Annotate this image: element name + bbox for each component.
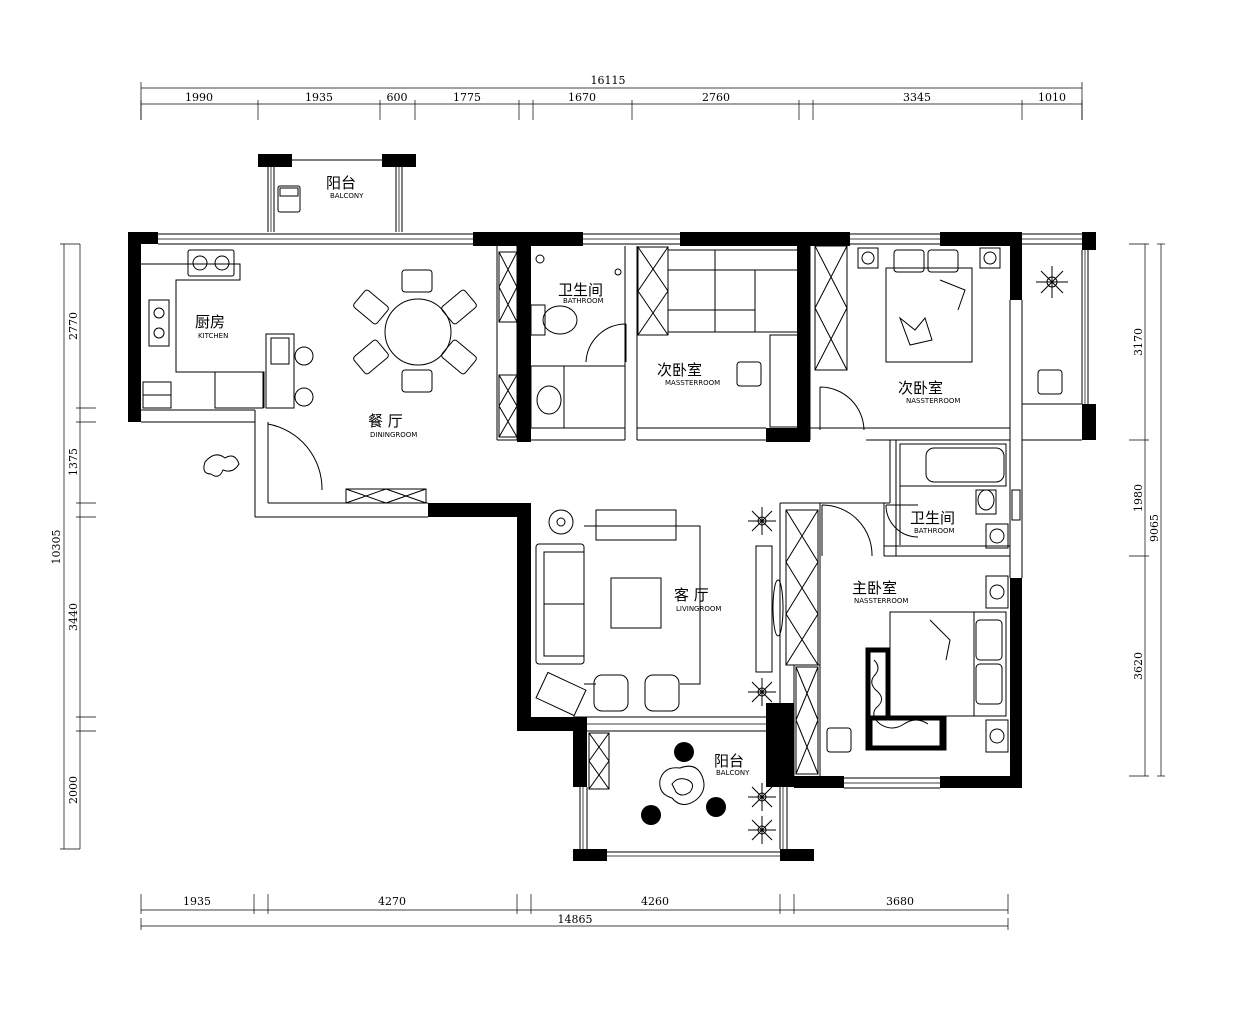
bedroom2-furniture: [667, 249, 799, 428]
balcony-bottom-label-en: BALCONY: [716, 769, 750, 777]
right-dimensions: 3170 1980 3620 9065: [1129, 243, 1165, 777]
dim-left-1: 2770: [67, 312, 80, 340]
dim-left-4: 2000: [67, 776, 80, 804]
bedroom3-furniture: [857, 247, 1068, 395]
dim-top-8: 1010: [1038, 91, 1066, 104]
balcony-chair: [277, 185, 301, 213]
doors: [267, 323, 919, 557]
dim-left-3: 3440: [67, 603, 80, 631]
dim-right-3: 3620: [1132, 652, 1145, 680]
bathroom2-label: 卫生间: [910, 509, 955, 527]
walls: [128, 154, 1096, 861]
bathroom1-fixtures: [530, 254, 626, 429]
bedroom3-label-en: NASSTERROOM: [906, 397, 960, 405]
dim-top-6: 2760: [702, 91, 730, 104]
dim-right-2: 1980: [1132, 484, 1145, 512]
dim-bottom-total: 14865: [558, 913, 593, 926]
dim-top-3: 600: [387, 91, 408, 104]
dining-label: 餐 厅: [368, 412, 403, 430]
master-furniture: [826, 575, 1009, 753]
bathroom1-label-en: BATHROOM: [563, 297, 604, 305]
balcony-bottom-label: 阳台: [714, 752, 744, 770]
dim-bottom-1: 1935: [183, 895, 211, 908]
cabinets: [345, 245, 848, 790]
dim-top-5: 1670: [568, 91, 596, 104]
dim-bottom-4: 3680: [886, 895, 914, 908]
dim-top-7: 3345: [903, 91, 931, 104]
dim-top-2: 1935: [305, 91, 333, 104]
bedroom3-label: 次卧室: [898, 379, 943, 397]
dim-right-total: 9065: [1148, 514, 1161, 542]
bathroom2-fixtures: [899, 443, 1021, 549]
kitchen-label-en: KITCHEN: [198, 332, 228, 340]
master-label-en: NASSTERROOM: [854, 597, 908, 605]
bathroom1-label: 卫生间: [558, 281, 603, 299]
balcony-top-label-en: BALCONY: [330, 192, 364, 200]
bottom-dimensions: 1935 4270 4260 3680 14865: [140, 894, 1009, 930]
bedroom2-label-en: MASSTERROOM: [665, 379, 720, 387]
living-label-en: LIVINGROOM: [676, 605, 721, 613]
windows: [158, 167, 1086, 857]
living-furniture: [519, 509, 784, 717]
plants: [203, 454, 776, 844]
dining-label-en: DININGROOM: [370, 431, 417, 439]
dim-left-total: 10305: [50, 530, 63, 565]
living-label: 客 厅: [674, 586, 709, 604]
kitchen-label: 厨房: [195, 313, 225, 331]
dim-top-4: 1775: [453, 91, 481, 104]
dim-bottom-2: 4270: [378, 895, 406, 908]
dim-left-2: 1375: [67, 448, 80, 476]
dim-right-1: 3170: [1132, 328, 1145, 356]
dim-top-1: 1990: [185, 91, 213, 104]
room-labels: 阳台 BALCONY 厨房 KITCHEN 餐 厅 DININGROOM 卫生间…: [195, 174, 960, 777]
kitchen-fixtures: [141, 249, 314, 409]
dining-table: [353, 269, 477, 393]
dim-bottom-3: 4260: [641, 895, 669, 908]
dim-top-total: 16115: [591, 74, 626, 87]
bathroom2-label-en: BATHROOM: [914, 527, 955, 535]
bedroom2-label: 次卧室: [657, 361, 702, 379]
balcony-top-label: 阳台: [326, 174, 356, 192]
top-dimensions: 16115 1990 1935 600 1775 1670 2760 3345 …: [140, 74, 1083, 120]
balcony-decor: [641, 742, 726, 825]
master-label: 主卧室: [852, 579, 897, 597]
left-dimensions: 10305 2770 1375 3440 2000: [50, 243, 96, 850]
